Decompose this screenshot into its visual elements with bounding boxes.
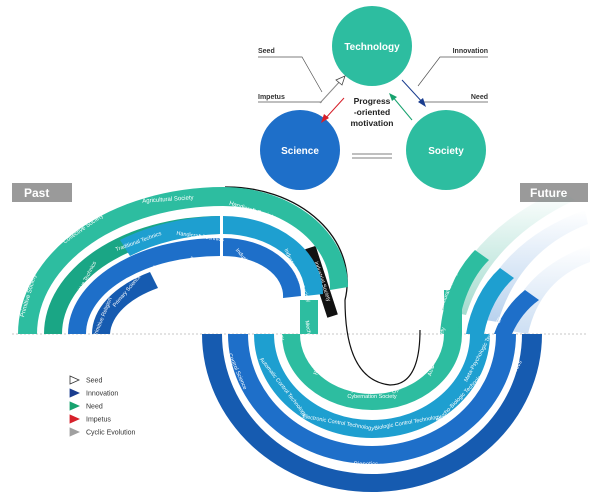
technology-label: Technology [344,42,400,53]
society-circle [406,110,486,190]
legend-label: Seed [86,378,102,385]
motivation-triangle: Technology Science Society Seed Innovati… [258,6,488,190]
legend-arrow-icon [69,414,80,424]
innovation-label: Innovation [453,48,488,55]
legend-label: Impetus [86,417,111,424]
cybernation-society-segment: Cybernation Society [347,394,396,400]
legend-arrow-icon [69,427,80,437]
science-circle [260,110,340,190]
need-arrow [389,93,413,121]
ancient-science-segment: Ancient Science [152,263,192,272]
svg-text:Ancient Science: Ancient Science [152,263,192,272]
bottom-u [202,290,542,492]
legend-arrow-icon [69,375,80,385]
innovation-arrow [401,79,426,107]
agricultural-society-segment: Agricultural Society [142,195,194,205]
society-label: Society [428,146,464,157]
legend-label: Innovation [86,391,118,398]
svg-text:Cybernation Society: Cybernation Society [347,394,396,400]
renaissance-science-segment: Renaissance Science [188,256,235,291]
center-line-2: -oriented [354,107,390,117]
svg-text:Renaissance Science: Renaissance Science [188,256,235,291]
need-label: Need [471,94,488,101]
legend-label: Need [86,404,103,411]
science-label: Science [281,146,319,157]
future-rays [442,190,590,334]
seed-arrow [319,75,346,104]
legend-item: Seed [69,375,102,385]
legend-label: Cyclic Evolution [86,430,136,437]
past-arch [18,187,223,334]
impetus-arrow [321,97,345,123]
middle-arch [223,187,348,298]
legend-item: Cyclic Evolution [69,427,136,437]
legend-arrow-icon [69,401,80,411]
legend-arrow-icon [69,388,80,398]
future-arch [440,250,539,334]
center-line-1: Progress [354,96,391,106]
legend-item: Need [69,401,103,411]
svg-text:Bionetics: Bionetics [354,462,378,468]
impetus-label: Impetus [258,94,285,101]
past-tag: Past [12,183,72,202]
legend-item: Impetus [69,414,111,424]
legend-item: Innovation [69,388,118,398]
technology-circle [332,6,412,86]
modern-science-segment: Modern Science [230,286,248,326]
past-label: Past [24,186,49,200]
seed-label: Seed [258,48,275,55]
bionetics-segment: Bionetics [354,462,378,468]
u-rail [344,299,421,386]
svg-text:Agricultural Society: Agricultural Society [142,195,194,205]
svg-text:Modern Science: Modern Science [230,286,248,326]
center-line-3: motivation [351,118,394,128]
